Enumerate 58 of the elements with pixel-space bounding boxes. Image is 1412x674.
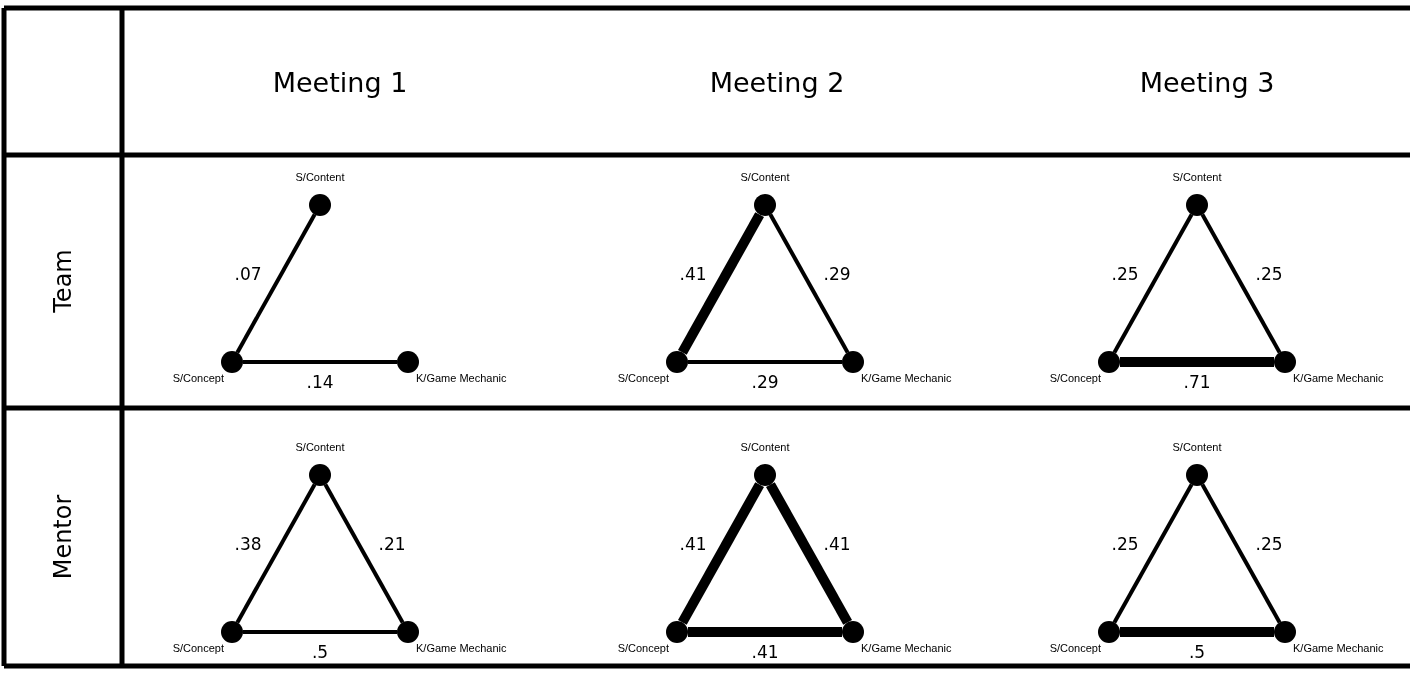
network-node: [1098, 621, 1120, 643]
network-link: [235, 483, 317, 624]
network-node: [754, 464, 776, 486]
network-node: [1186, 464, 1208, 486]
network-link: [235, 213, 317, 354]
node-label: S/Concept: [1049, 642, 1101, 654]
node-label: S/Concept: [1049, 372, 1101, 384]
node-label: S/Content: [739, 441, 791, 453]
network-node: [666, 351, 688, 373]
network-link: [768, 213, 850, 354]
network-node: [666, 621, 688, 643]
column-header: Meeting 2: [709, 66, 845, 98]
network-link: [323, 483, 405, 624]
network-link: [766, 482, 852, 625]
node-label: S/Content: [1171, 441, 1223, 453]
node-label: K/Game Mechanic: [861, 372, 952, 384]
network-node: [309, 194, 331, 216]
node-label: S/Concept: [617, 642, 669, 654]
network-node: [397, 621, 419, 643]
node-label: S/Concept: [617, 372, 669, 384]
network-link: [1112, 213, 1194, 354]
node-label: K/Game Mechanic: [861, 642, 952, 654]
network-link: [1120, 627, 1274, 637]
row-header: Team: [49, 249, 77, 313]
network-link: [243, 360, 397, 364]
network-node: [397, 351, 419, 373]
network-link: [1120, 357, 1274, 367]
network-node: [842, 621, 864, 643]
network-node: [221, 351, 243, 373]
network-link: [1112, 483, 1194, 624]
column-header: Meeting 1: [272, 66, 408, 98]
network-link: [688, 627, 842, 637]
node-label: K/Game Mechanic: [1293, 372, 1384, 384]
node-label: S/Concept: [172, 642, 224, 654]
row-header: Mentor: [49, 494, 77, 580]
network-link: [1200, 213, 1282, 354]
network-node: [1186, 194, 1208, 216]
network-node: [221, 621, 243, 643]
node-label: K/Game Mechanic: [416, 372, 507, 384]
network-node: [1274, 351, 1296, 373]
network-link: [243, 630, 397, 634]
network-node: [309, 464, 331, 486]
node-label: S/Content: [1171, 171, 1223, 183]
network-link: [688, 360, 842, 364]
network-node: [1098, 351, 1120, 373]
node-label: K/Game Mechanic: [1293, 642, 1384, 654]
network-link: [678, 212, 764, 355]
network-node: [754, 194, 776, 216]
node-label: K/Game Mechanic: [416, 642, 507, 654]
node-label: S/Concept: [172, 372, 224, 384]
node-label: S/Content: [739, 171, 791, 183]
network-link: [678, 482, 764, 625]
network-node: [842, 351, 864, 373]
network-node: [1274, 621, 1296, 643]
network-link: [1200, 483, 1282, 624]
node-label: S/Content: [294, 441, 346, 453]
node-label: S/Content: [294, 171, 346, 183]
column-header: Meeting 3: [1139, 66, 1275, 98]
